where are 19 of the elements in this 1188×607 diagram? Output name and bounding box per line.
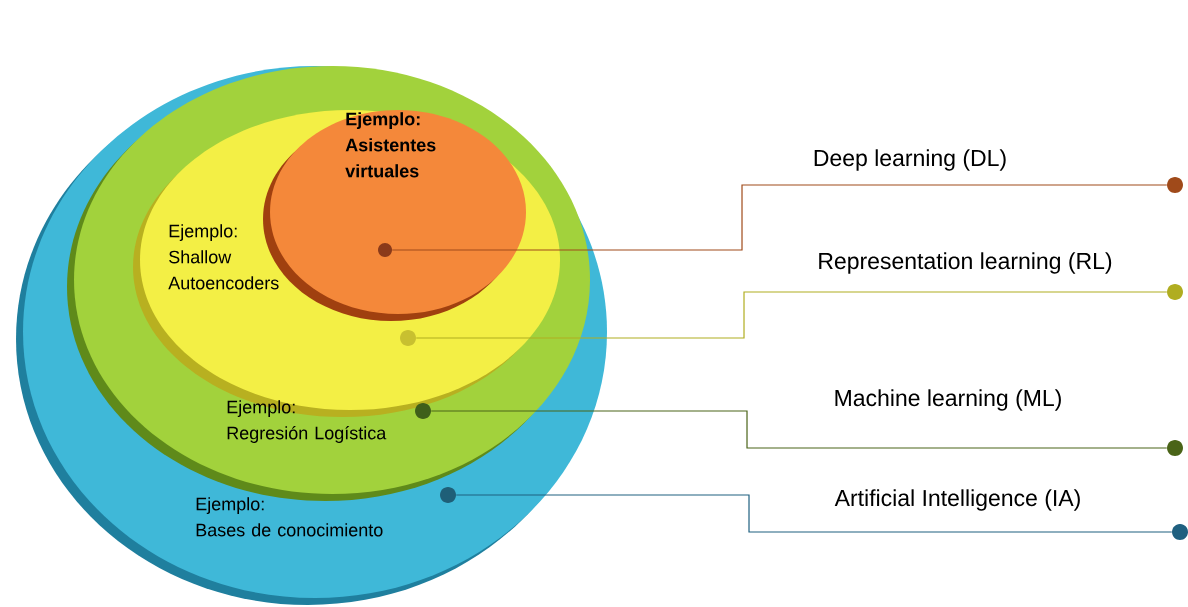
edge-label: Deep learning (DL) [811,148,1009,172]
dot [1167,284,1183,300]
connector-line [430,410,1168,449]
dot [1167,440,1183,456]
dot [400,330,416,346]
dot [378,243,392,257]
example-text: Ejemplo: Asistentes virtuales [345,112,436,178]
dot [415,403,431,419]
edge-label: Representation learning (RL) [816,251,1114,275]
dot [440,487,456,503]
dot [1167,177,1183,193]
edge-label: Artificial Intelligence (IA) [833,488,1083,512]
edge-label: Machine learning (ML) [832,388,1064,412]
connector-line [415,291,1168,339]
connector-line [391,184,1168,251]
example-text: Ejemplo: Bases de conocimiento [196,497,383,537]
example-text: Ejemplo: Regresión Logística [227,400,387,443]
example-text: Ejemplo: Shallow Autoencoders [168,224,279,290]
connector-line [455,494,1173,533]
